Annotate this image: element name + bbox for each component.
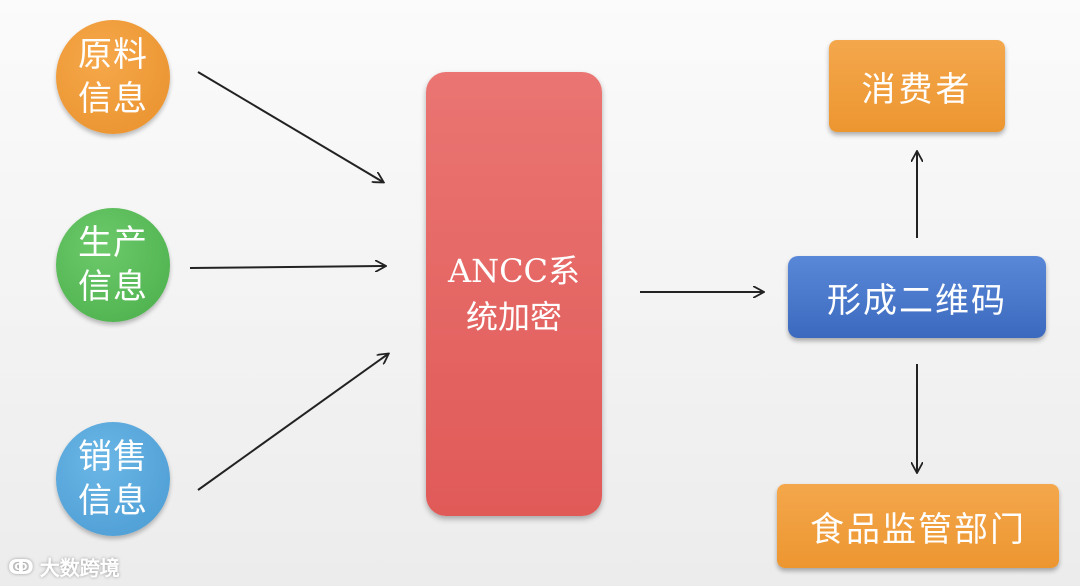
production-info-node: 生产信息 xyxy=(56,208,170,322)
arrow-production-to-ancc xyxy=(189,266,385,268)
logo-icon: ↂ xyxy=(8,554,34,579)
consumer-node: 消费者 xyxy=(829,40,1005,132)
food-regulator-label: 食品监管部门 xyxy=(810,509,1026,550)
arrow-sales-to-ancc xyxy=(197,354,388,491)
ancc-encryption-node: ANCC系统加密 xyxy=(426,72,602,516)
consumer-label: 消费者 xyxy=(861,69,973,110)
sales-info-label: 销售信息 xyxy=(78,437,148,521)
qr-code-label: 形成二维码 xyxy=(827,280,1007,321)
arrow-raw-to-ancc xyxy=(197,71,383,182)
raw-info-node: 原料信息 xyxy=(56,20,170,134)
qr-code-node: 形成二维码 xyxy=(788,256,1046,338)
food-regulator-node: 食品监管部门 xyxy=(777,484,1059,568)
watermark: ↂ 大数跨境 xyxy=(8,552,120,581)
raw-info-label: 原料信息 xyxy=(78,35,148,119)
watermark-text: 大数跨境 xyxy=(39,556,120,580)
sales-info-node: 销售信息 xyxy=(56,422,170,536)
ancc-encryption-label: ANCC系统加密 xyxy=(447,252,581,336)
production-info-label: 生产信息 xyxy=(78,223,148,307)
